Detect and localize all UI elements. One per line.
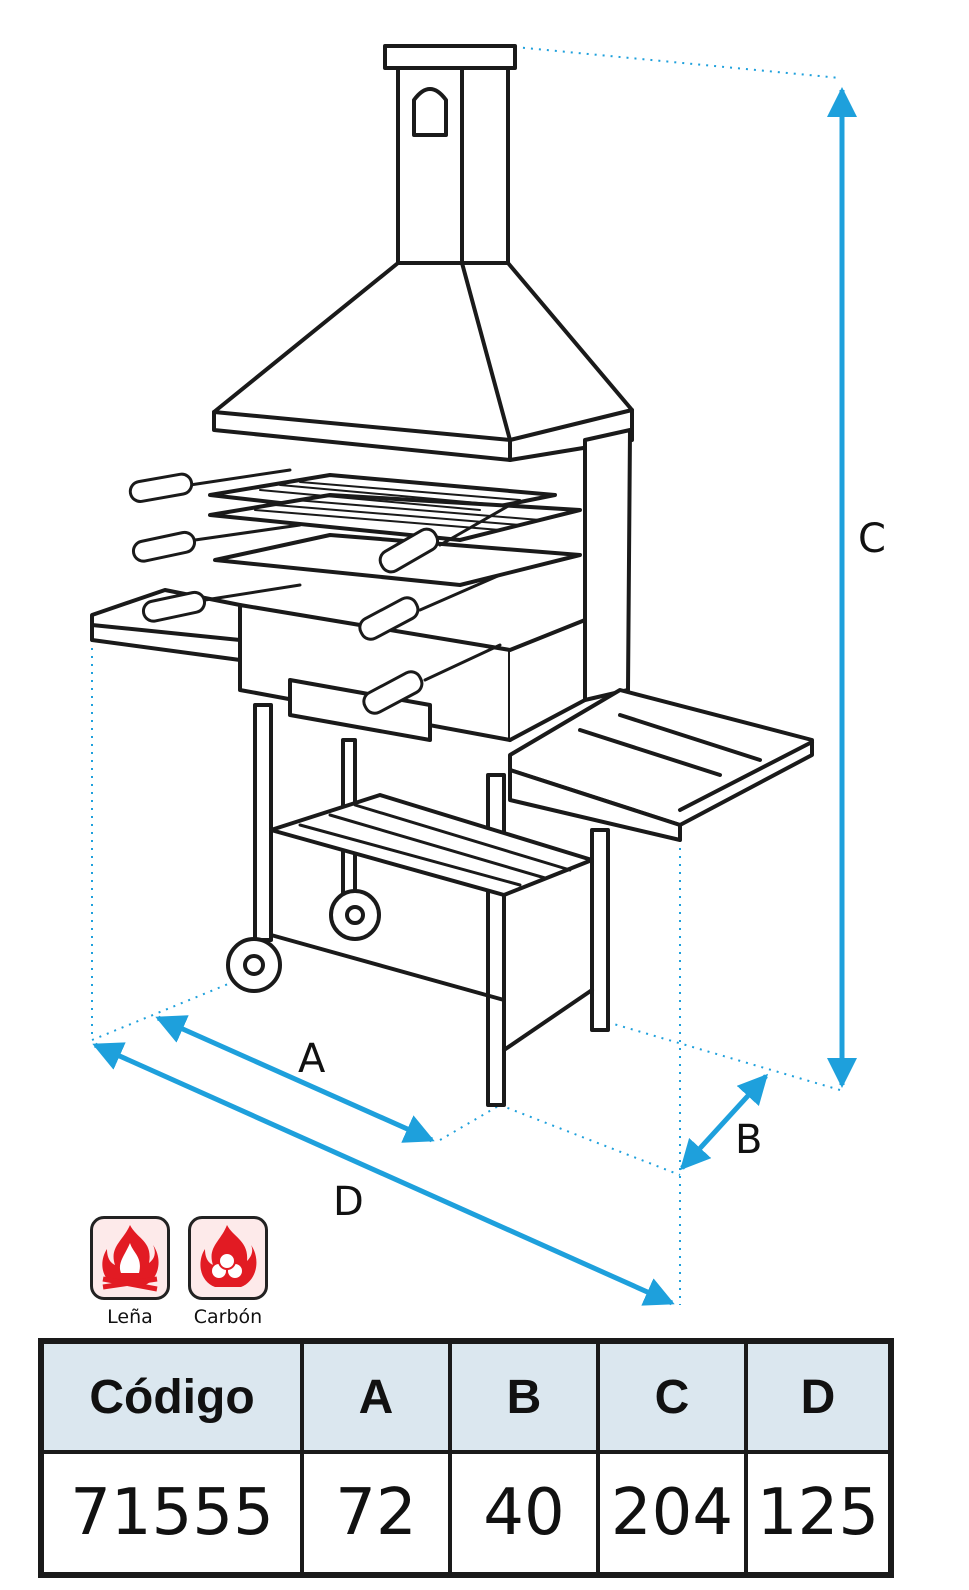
dimension-arrow-a [155, 1015, 435, 1143]
dimension-arrow-b [679, 1073, 769, 1171]
fuel-firewood: Leña [88, 1216, 172, 1328]
dimension-label-d: D [333, 1179, 364, 1225]
firewood-flame-icon [90, 1216, 170, 1300]
fuel-firewood-label: Leña [107, 1306, 153, 1328]
barbecue-technical-drawing: C A B D [90, 44, 886, 1306]
dimension-label-a: A [298, 1036, 326, 1082]
cell-d: 125 [744, 1450, 893, 1577]
cell-codigo: 71555 [39, 1450, 304, 1577]
header-b: B [448, 1339, 600, 1454]
table-row: 71555 72 40 204 125 [39, 1450, 893, 1577]
header-a: A [300, 1339, 452, 1454]
dimension-arrow-d [92, 1042, 675, 1306]
header-codigo: Código [39, 1339, 304, 1454]
spec-table-header-row: Código A B C D [39, 1339, 893, 1454]
charcoal-flame-icon [188, 1216, 268, 1300]
header-d: D [744, 1339, 893, 1454]
cell-a: 72 [300, 1450, 452, 1577]
dimension-arrows [92, 87, 857, 1306]
fuel-charcoal: Carbón [186, 1216, 270, 1328]
dimension-label-c: C [858, 516, 886, 562]
barbecue-illustration [90, 44, 814, 1107]
fuel-charcoal-label: Carbón [193, 1306, 263, 1328]
spec-table: Código A B C D 71555 72 40 204 125 [38, 1338, 894, 1578]
cell-b: 40 [448, 1450, 600, 1577]
dimension-label-b: B [735, 1117, 762, 1163]
cell-c: 204 [596, 1450, 748, 1577]
header-c: C [596, 1339, 748, 1454]
